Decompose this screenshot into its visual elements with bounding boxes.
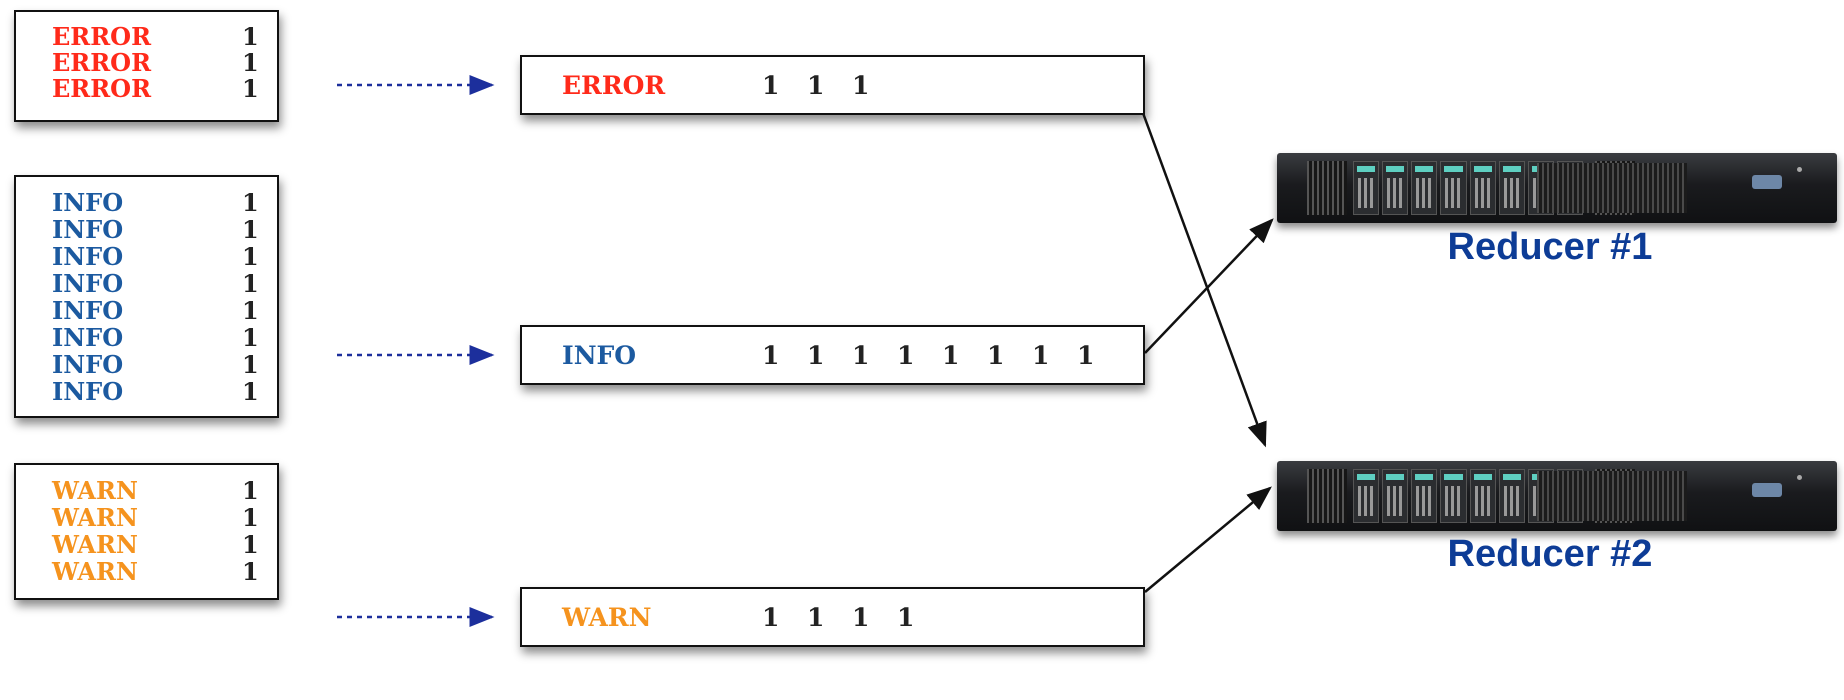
mapper-output-error: ERROR 1 ERROR 1 ERROR 1 <box>14 10 279 122</box>
vent <box>1307 469 1347 523</box>
kv-row: INFO 1 <box>52 243 259 270</box>
kv-value: 1 <box>242 188 259 217</box>
kv-key: WARN <box>52 530 138 559</box>
kv-row: WARN 1 <box>52 477 259 504</box>
grouped-value: 1 <box>852 602 870 632</box>
reducer-1-server <box>1277 153 1837 223</box>
kv-value: 1 <box>242 377 259 406</box>
grouped-key: ERROR <box>562 70 666 100</box>
kv-row: WARN 1 <box>52 504 259 531</box>
kv-row: ERROR 1 <box>52 24 259 50</box>
mapper-output-info: INFO 1 INFO 1 INFO 1 INFO 1 INFO 1 INFO 1 INFO… <box>14 175 279 418</box>
grouped-value: 1 <box>897 602 915 632</box>
kv-value: 1 <box>242 74 259 103</box>
kv-key: ERROR <box>52 74 152 103</box>
kv-value: 1 <box>242 503 259 532</box>
kv-key: INFO <box>52 215 124 244</box>
kv-value: 1 <box>242 323 259 352</box>
key-value-list: INFO 1 INFO 1 INFO 1 INFO 1 INFO 1 INFO 1 INFO… <box>52 189 259 405</box>
grouped-value: 1 <box>807 602 825 632</box>
grouped-value: 1 <box>897 340 915 370</box>
kv-row: INFO 1 <box>52 324 259 351</box>
grouped-key: INFO <box>562 340 637 370</box>
arrow-info-to-reducer-1 <box>1144 218 1274 354</box>
mapper-output-warn: WARN 1 WARN 1 WARN 1 WARN 1 <box>14 463 279 600</box>
grouped-value: 1 <box>1032 340 1050 370</box>
grouped-value: 1 <box>942 340 960 370</box>
key-value-list: ERROR 1 ERROR 1 ERROR 1 <box>52 24 259 102</box>
kv-key: WARN <box>52 557 138 586</box>
kv-value: 1 <box>242 476 259 505</box>
grouped-value: 1 <box>762 340 780 370</box>
kv-key: INFO <box>52 323 124 352</box>
port-icon <box>1752 483 1782 497</box>
kv-row: INFO 1 <box>52 351 259 378</box>
vent <box>1307 161 1347 215</box>
led-icon <box>1797 167 1802 172</box>
kv-key: WARN <box>52 476 138 505</box>
kv-value: 1 <box>242 269 259 298</box>
kv-value: 1 <box>242 350 259 379</box>
kv-key: ERROR <box>52 22 152 51</box>
kv-row: INFO 1 <box>52 297 259 324</box>
kv-row: INFO 1 <box>52 378 259 405</box>
kv-value: 1 <box>242 48 259 77</box>
kv-row: INFO 1 <box>52 270 259 297</box>
kv-value: 1 <box>242 296 259 325</box>
grouped-value: 1 <box>807 70 825 100</box>
kv-row: ERROR 1 <box>52 76 259 102</box>
led-icon <box>1797 475 1802 480</box>
kv-key: INFO <box>52 296 124 325</box>
arrow-error-to-reducer-2 <box>1141 112 1267 448</box>
kv-row: INFO 1 <box>52 189 259 216</box>
kv-value: 1 <box>242 530 259 559</box>
grouped-value: 1 <box>762 70 780 100</box>
kv-key: INFO <box>52 242 124 271</box>
kv-key: INFO <box>52 188 124 217</box>
kv-key: WARN <box>52 503 138 532</box>
kv-row: ERROR 1 <box>52 50 259 76</box>
grouped-value: 1 <box>762 602 780 632</box>
kv-key: ERROR <box>52 48 152 77</box>
key-value-list: WARN 1 WARN 1 WARN 1 WARN 1 <box>52 477 259 585</box>
kv-value: 1 <box>242 557 259 586</box>
reducer-2-label: Reducer #2 <box>1447 533 1653 575</box>
grouped-key: WARN <box>562 602 652 632</box>
kv-row: WARN 1 <box>52 531 259 558</box>
kv-value: 1 <box>242 242 259 271</box>
kv-key: INFO <box>52 350 124 379</box>
kv-key: INFO <box>52 269 124 298</box>
port-icon <box>1752 175 1782 189</box>
grouped-value: 1 <box>807 340 825 370</box>
reducer-1-label: Reducer #1 <box>1447 226 1653 268</box>
reducer-2-server <box>1277 461 1837 531</box>
kv-row: WARN 1 <box>52 558 259 585</box>
front-panel <box>1537 163 1687 213</box>
grouped-value: 1 <box>852 340 870 370</box>
kv-key: INFO <box>52 377 124 406</box>
front-panel <box>1537 471 1687 521</box>
grouped-value: 1 <box>1077 340 1095 370</box>
grouped-value: 1 <box>852 70 870 100</box>
kv-value: 1 <box>242 22 259 51</box>
grouped-value: 1 <box>987 340 1005 370</box>
kv-row: INFO 1 <box>52 216 259 243</box>
arrow-warn-to-reducer-2 <box>1144 486 1272 593</box>
kv-value: 1 <box>242 215 259 244</box>
